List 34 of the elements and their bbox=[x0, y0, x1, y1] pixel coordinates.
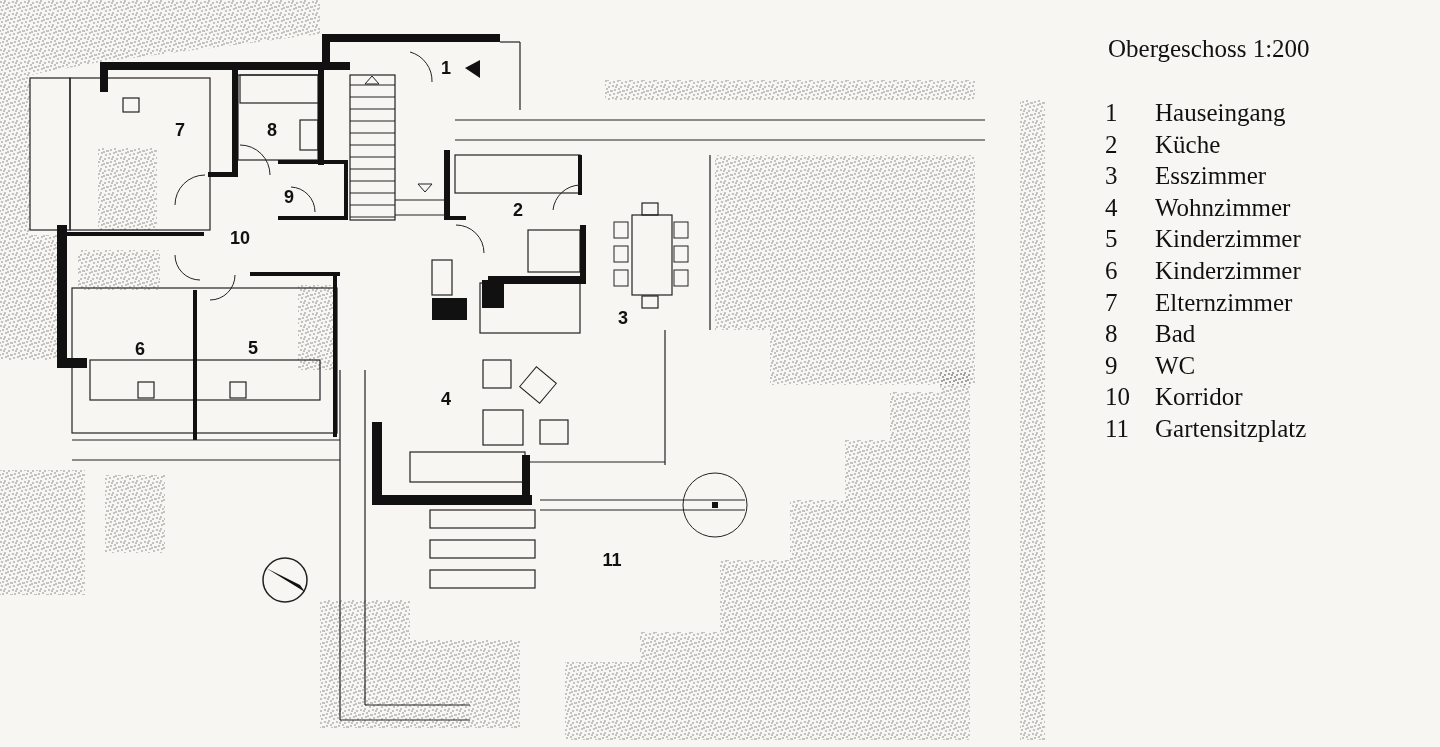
room-name: Wohnzimmer bbox=[1155, 194, 1291, 220]
room-number: 4 bbox=[441, 390, 451, 408]
room-name: Esszimmer bbox=[1155, 163, 1267, 189]
room-name: Bad bbox=[1155, 321, 1196, 347]
key-number: 11 bbox=[1105, 416, 1130, 441]
key-number: 8 bbox=[1105, 321, 1118, 347]
room-name: Korridor bbox=[1155, 384, 1243, 410]
room-number: 6 bbox=[135, 340, 145, 358]
room-name: Elternzimmer bbox=[1155, 289, 1293, 315]
room-name: WC bbox=[1155, 352, 1196, 378]
room-name: Kinderzimmer bbox=[1155, 258, 1301, 283]
key-number: 4 bbox=[1105, 194, 1118, 220]
room-number: 5 bbox=[248, 339, 258, 357]
key-number: 10 bbox=[1105, 384, 1130, 410]
key-number: 3 bbox=[1105, 163, 1118, 189]
room-name: Küche bbox=[1155, 131, 1221, 157]
plan-title: Obergeschoss 1:200 bbox=[1108, 36, 1310, 61]
room-number: 8 bbox=[267, 121, 277, 139]
room-number: 11 bbox=[602, 551, 622, 569]
key-number: 5 bbox=[1105, 226, 1118, 252]
key-number: 2 bbox=[1105, 131, 1118, 157]
key-number: 6 bbox=[1105, 258, 1118, 283]
room-number: 1 bbox=[441, 59, 451, 77]
room-number: 2 bbox=[513, 201, 523, 219]
room-name: Kinderzimmer bbox=[1155, 226, 1301, 252]
room-name: Hauseingang bbox=[1155, 100, 1286, 125]
room-number: 9 bbox=[284, 188, 294, 206]
key-number: 1 bbox=[1105, 100, 1118, 125]
room-number: 3 bbox=[618, 309, 628, 327]
key-number: 7 bbox=[1105, 289, 1118, 315]
room-number: 7 bbox=[175, 121, 185, 139]
room-name: Gartensitzplatz bbox=[1155, 416, 1307, 441]
key-number: 9 bbox=[1105, 352, 1118, 378]
room-number: 10 bbox=[230, 229, 250, 247]
